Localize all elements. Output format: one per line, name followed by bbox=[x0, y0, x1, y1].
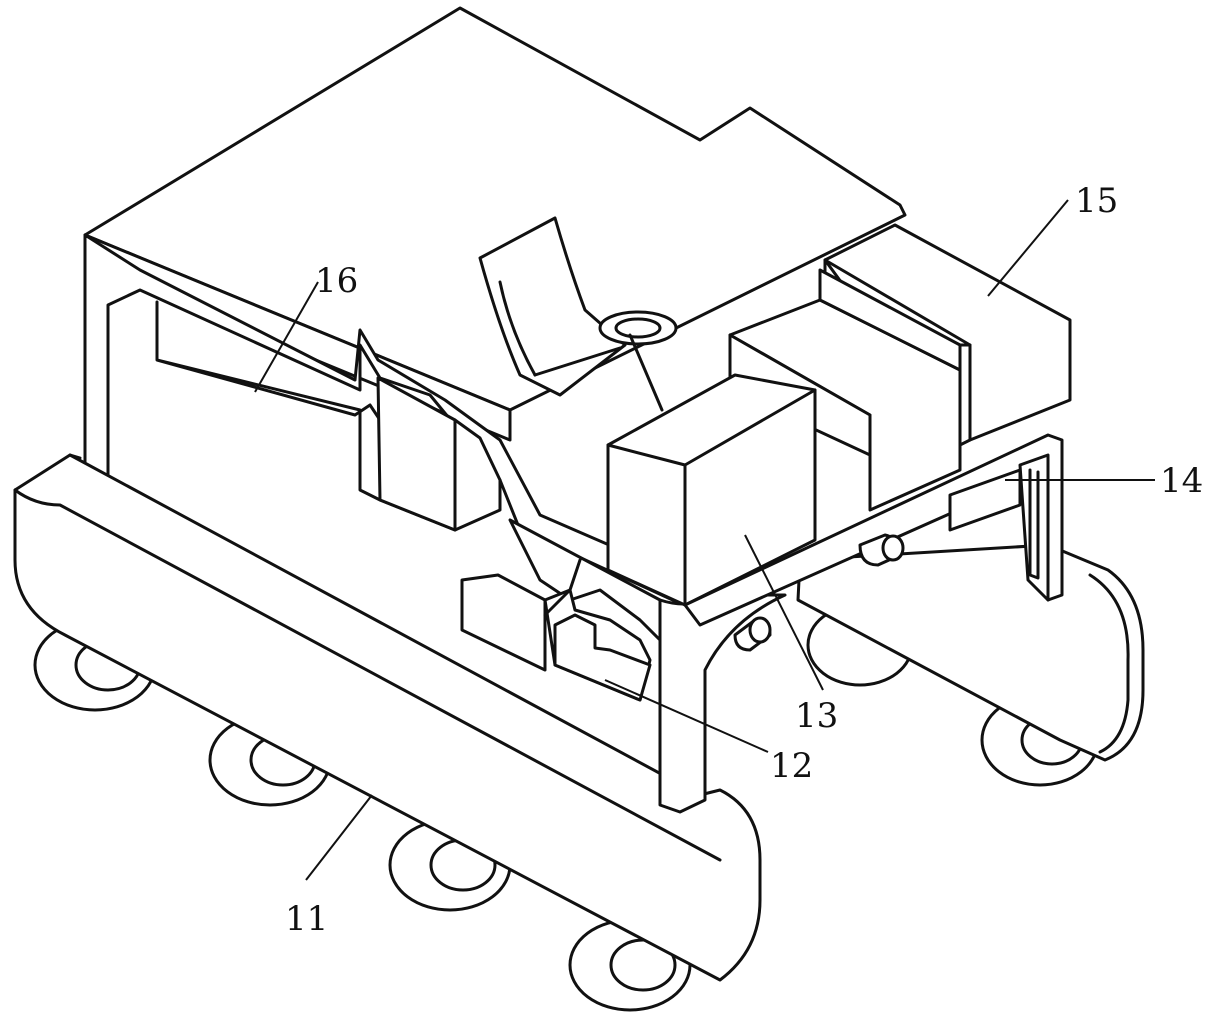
label-15: 15 bbox=[1075, 181, 1118, 221]
label-16: 16 bbox=[315, 261, 358, 301]
label-11: 11 bbox=[285, 899, 328, 939]
label-14: 14 bbox=[1160, 461, 1203, 501]
label-12: 12 bbox=[770, 746, 813, 786]
label-13: 13 bbox=[795, 696, 838, 736]
